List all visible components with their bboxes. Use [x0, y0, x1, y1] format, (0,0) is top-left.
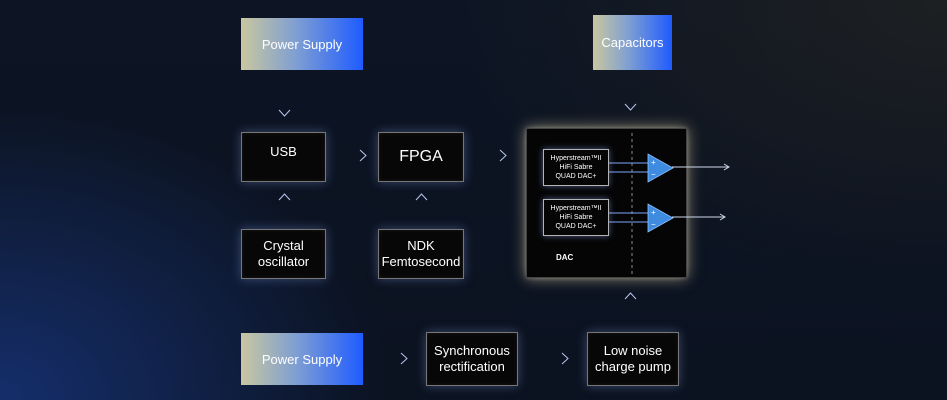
amp1-plus: + [651, 158, 656, 167]
arrow-capacitors-to-dac [624, 84, 637, 111]
low-noise-charge-pump-block: Low noise charge pump [587, 332, 679, 386]
dac-block: + − + − Hyperstream™II HiFi Sabre QUAD D… [526, 128, 687, 278]
dac-internals: + − + − [609, 133, 674, 275]
usb-block: USB [241, 132, 326, 182]
arrow-power-to-synchronous [379, 352, 408, 365]
fpga-label: FPGA [399, 148, 443, 165]
dac-output-1 [672, 163, 730, 171]
crystal-oscillator-block: Crystal oscillator [241, 229, 326, 279]
low-noise-charge-pump-label: Low noise charge pump [595, 343, 671, 374]
amp2-minus: − [651, 220, 656, 229]
power-supply-bottom-block: Power Supply [241, 333, 363, 385]
amp1-minus: − [651, 170, 656, 179]
crystal-oscillator-label: Crystal oscillator [257, 238, 310, 269]
dac-output-2 [672, 213, 726, 221]
synchronous-rectification-label: Synchronous rectification [434, 343, 510, 374]
quad-dac-chip-1: Hyperstream™II HiFi Sabre QUAD DAC+ [543, 149, 609, 186]
arrow-synchronous-to-chargepump [540, 352, 569, 365]
quad-dac-chip-2-label: Hyperstream™II HiFi Sabre QUAD DAC+ [550, 205, 602, 230]
capacitors-label: Capacitors [601, 35, 664, 50]
power-supply-top-block: Power Supply [241, 18, 363, 70]
quad-dac-chip-2: Hyperstream™II HiFi Sabre QUAD DAC+ [543, 199, 609, 236]
power-supply-bottom-label: Power Supply [261, 351, 343, 367]
arrow-fpga-to-dac [478, 149, 507, 162]
synchronous-rectification-block: Synchronous rectification [426, 332, 518, 386]
usb-label: USB [270, 144, 297, 159]
arrow-power-to-usb [278, 88, 291, 117]
amp2-plus: + [651, 208, 656, 217]
arrow-usb-to-fpga [338, 149, 367, 162]
quad-dac-chip-1-label: Hyperstream™II HiFi Sabre QUAD DAC+ [550, 155, 602, 180]
amplifier-2-icon [647, 203, 674, 233]
arrow-chargepump-to-dac [624, 292, 637, 321]
dac-label: DAC [556, 253, 574, 262]
fpga-block: FPGA [378, 132, 464, 182]
power-supply-top-label: Power Supply [261, 36, 343, 52]
arrow-crystal-to-usb [278, 193, 291, 220]
arrow-ndk-to-fpga [415, 193, 428, 220]
capacitors-block: Capacitors [593, 15, 672, 70]
ndk-femtosecond-label: NDK Femtosecond [381, 238, 461, 269]
ndk-femtosecond-block: NDK Femtosecond [378, 229, 464, 279]
amplifier-1-icon [647, 153, 674, 183]
